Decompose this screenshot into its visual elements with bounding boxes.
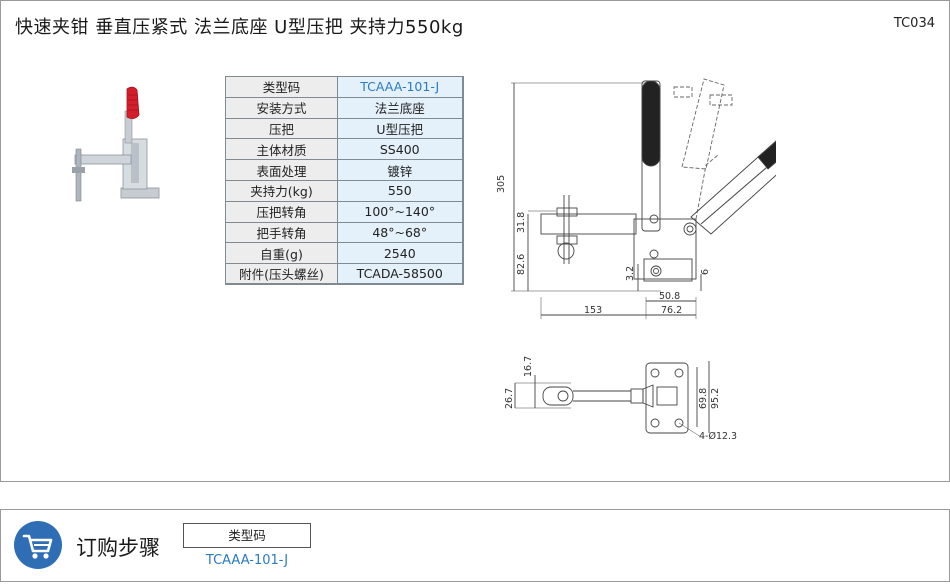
spec-label: 安装方式 xyxy=(225,96,338,119)
dim-95-2: 95.2 xyxy=(710,388,721,409)
dim-height: 305 xyxy=(496,175,507,193)
table-row: 压把转角 100°~140° xyxy=(225,200,463,223)
table-row: 自重(g) 2540 xyxy=(225,242,463,265)
table-row: 附件(压头螺丝) TCADA-58500 xyxy=(225,263,463,285)
table-row: 表面处理 镀锌 xyxy=(225,159,463,181)
product-code: TC034 xyxy=(893,16,935,31)
product-panel: 快速夹钳 垂直压紧式 法兰底座 U型压把 夹持力550kg TC034 类型码 … xyxy=(0,0,950,482)
table-row: 安装方式 法兰底座 xyxy=(225,96,463,119)
dim-holes: 4-Ø12.3 xyxy=(699,431,737,442)
order-type-code-value[interactable]: TCAAA-101-J xyxy=(205,553,289,568)
dim-76-2: 76.2 xyxy=(661,305,682,316)
cart-badge xyxy=(14,521,62,569)
product-photo xyxy=(72,86,160,202)
table-row: 把手转角 48°~68° xyxy=(225,221,463,244)
order-title: 订购步骤 xyxy=(76,536,160,560)
dim-6: 6 xyxy=(700,269,711,275)
table-row: 类型码 TCAAA-101-J xyxy=(225,76,463,98)
dim-16-7: 16.7 xyxy=(523,356,534,377)
spec-table: 类型码 TCAAA-101-J 安装方式 法兰底座 压把 U型压把 主体材质 S… xyxy=(225,76,464,286)
page-title: 快速夹钳 垂直压紧式 法兰底座 U型压把 夹持力550kg xyxy=(15,17,464,38)
table-row: 夹持力(kg) 550 xyxy=(225,179,463,202)
table-row: 主体材质 SS400 xyxy=(225,138,463,161)
spec-label: 压把转角 xyxy=(225,200,338,223)
spec-label: 表面处理 xyxy=(225,159,338,181)
spec-label: 附件(压头螺丝) xyxy=(225,263,338,285)
spec-value: 法兰底座 xyxy=(337,96,463,119)
shopping-cart-icon xyxy=(22,534,53,559)
spec-label: 自重(g) xyxy=(225,242,338,265)
spec-value: 48°~68° xyxy=(337,221,463,244)
dim-82-6: 82.6 xyxy=(516,254,527,275)
spec-value: 550 xyxy=(337,179,463,202)
spec-value: SS400 xyxy=(337,138,463,161)
spec-label: 压把 xyxy=(225,117,338,140)
spec-label: 把手转角 xyxy=(225,221,338,244)
side-view-drawing: 305 31.8 82.6 3.2 6 50.8 76.2 153 xyxy=(496,78,776,319)
spec-label: 类型码 xyxy=(225,76,338,98)
spec-value: 2540 xyxy=(337,242,463,265)
dim-50-8: 50.8 xyxy=(659,291,680,302)
dim-3-2: 3.2 xyxy=(625,266,636,281)
dim-69-8: 69.8 xyxy=(698,388,709,409)
dim-153: 153 xyxy=(584,305,602,316)
spec-value: TCADA-58500 xyxy=(337,263,463,285)
table-row: 压把 U型压把 xyxy=(225,117,463,140)
dim-31-8: 31.8 xyxy=(516,212,527,233)
top-view-drawing: 16.7 26.7 69.8 95.2 4-Ø12.3 xyxy=(504,356,737,442)
spec-value: U型压把 xyxy=(337,117,463,140)
order-steps-panel: 订购步骤 类型码 TCAAA-101-J xyxy=(0,509,950,582)
spec-value: 镀锌 xyxy=(337,159,463,181)
spec-value-type-code[interactable]: TCAAA-101-J xyxy=(337,76,463,98)
dim-26-7: 26.7 xyxy=(504,388,515,409)
spec-value: 100°~140° xyxy=(337,200,463,223)
spec-label: 夹持力(kg) xyxy=(225,179,338,202)
spec-label: 主体材质 xyxy=(225,138,338,161)
order-type-code-header: 类型码 xyxy=(183,523,311,548)
